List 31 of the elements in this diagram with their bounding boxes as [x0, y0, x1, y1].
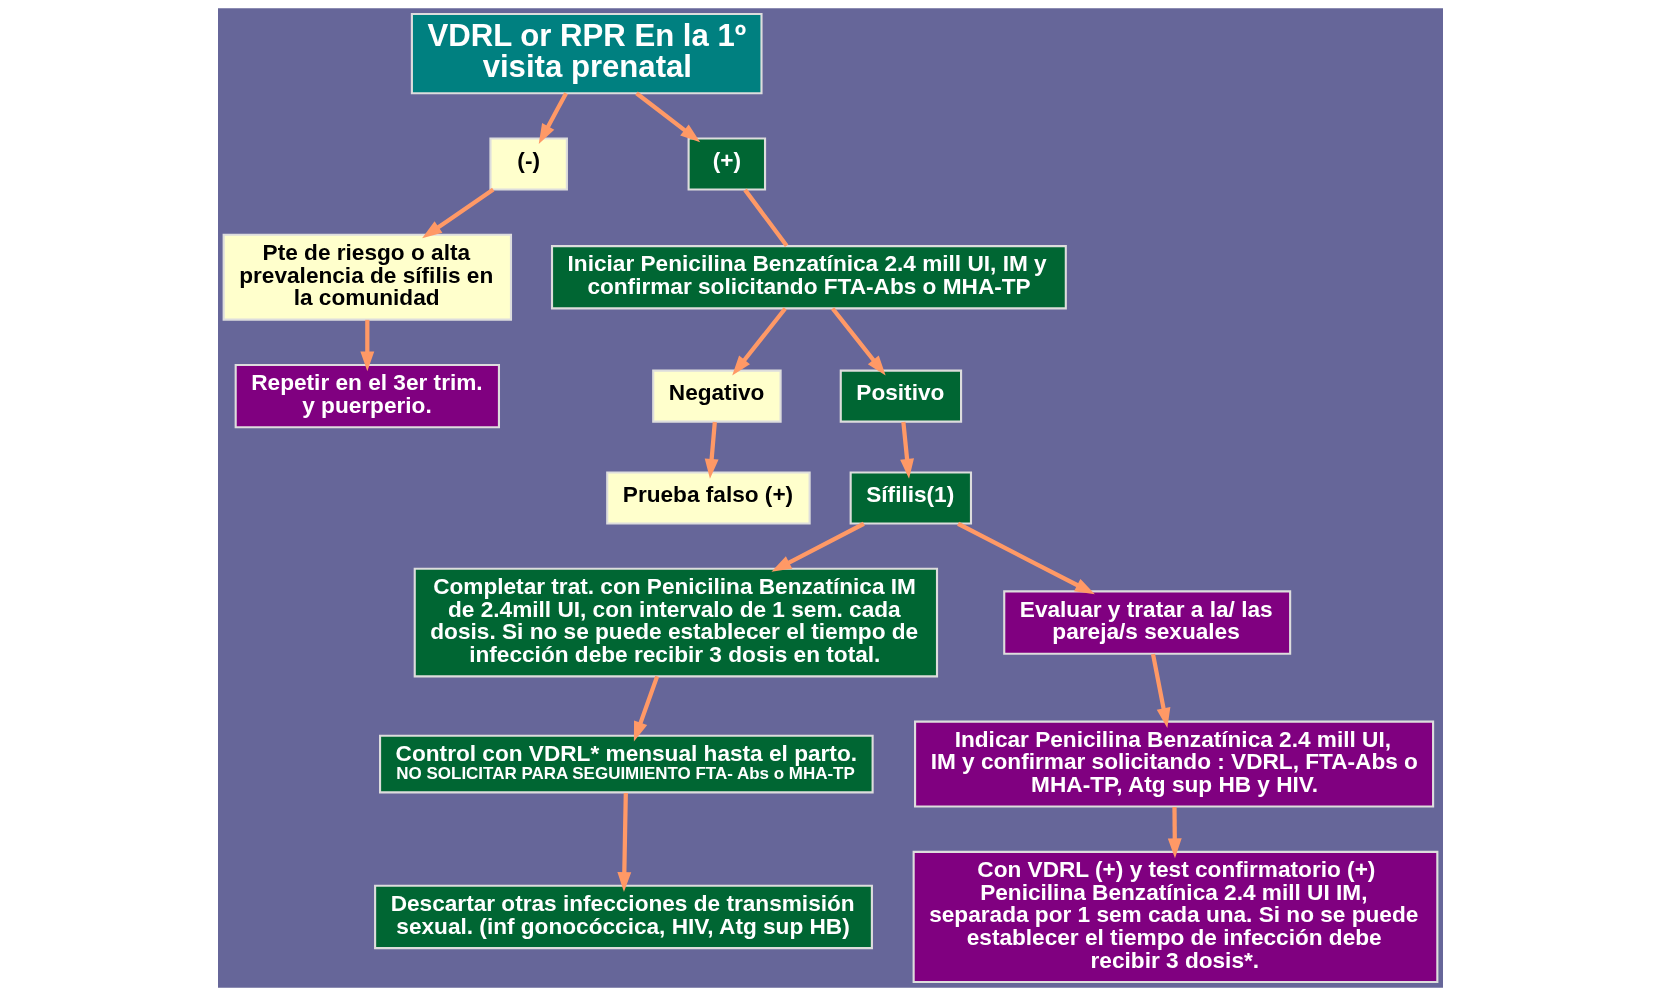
node-box: Indicar Penicilina Benzatínica 2.4 mill UI, IM y confirmar solicitando : VDRL, FTA-Abs o MHA-TP, Atg sup HB y HIV.: [913, 720, 1434, 808]
node-box: Iniciar Penicilina Benzatínica 2.4 mill UI, IM y confirmar solicitando FTA-Abs o MHA-TP: [550, 245, 1067, 310]
node-box: VDRL or RPR En la 1º visita prenatal: [410, 12, 763, 95]
arrow: [731, 307, 787, 376]
arrow: [956, 521, 1095, 595]
node-box: Positivo: [839, 369, 962, 423]
connector: [742, 188, 788, 248]
arrow: [633, 675, 659, 742]
node-box: Completar trat. con Penicilina Benzatínica IM de 2.4mill UI, con intervalo de 1 sem. cada dosis. Si no se puede establecer el tiempo de infección debe recibir 3 dosis en total.: [413, 567, 938, 678]
arrow: [704, 421, 719, 479]
node-box: (+): [687, 137, 766, 191]
arrow: [538, 92, 568, 144]
node-box: Prueba falso (+): [605, 471, 811, 525]
arrow: [770, 521, 865, 572]
arrow: [899, 421, 914, 479]
node-box: Pte de riesgo o alta prevalencia de sífilis en la comunidad: [222, 233, 512, 321]
node-box: Descartar otras infecciones de transmisión sexual. (inf gonocóccica, HIV, Atg sup HB): [373, 884, 873, 950]
node-box: Negativo: [651, 369, 782, 423]
arrow: [830, 307, 886, 376]
arrow: [1150, 653, 1170, 728]
arrow: [359, 319, 374, 372]
node-box: Con VDRL (+) y test confirmatorio (+) Penicilina Benzatínica 2.4 mill UI IM, separada por 1 sem cada una. Si no se puede establecer el tiempo de infección debe recibir 3 dosis*.: [912, 850, 1438, 984]
node-box: Repetir en el 3er trim. y puerperio.: [234, 363, 500, 429]
node-box: Control con VDRL* mensual hasta el parto. NO SOLICITAR PARA SEGUIMIENTO FTA- Abs o MHA-TP: [378, 734, 874, 794]
node-box: (-): [488, 137, 568, 191]
arrow: [1167, 806, 1182, 859]
node-box: Evaluar y tratar a la/ las pareja/s sexuales: [1002, 590, 1291, 655]
arrow: [616, 793, 631, 893]
arrow: [421, 187, 494, 239]
node-box: Sífilis(1): [849, 471, 972, 525]
arrow: [634, 91, 700, 143]
